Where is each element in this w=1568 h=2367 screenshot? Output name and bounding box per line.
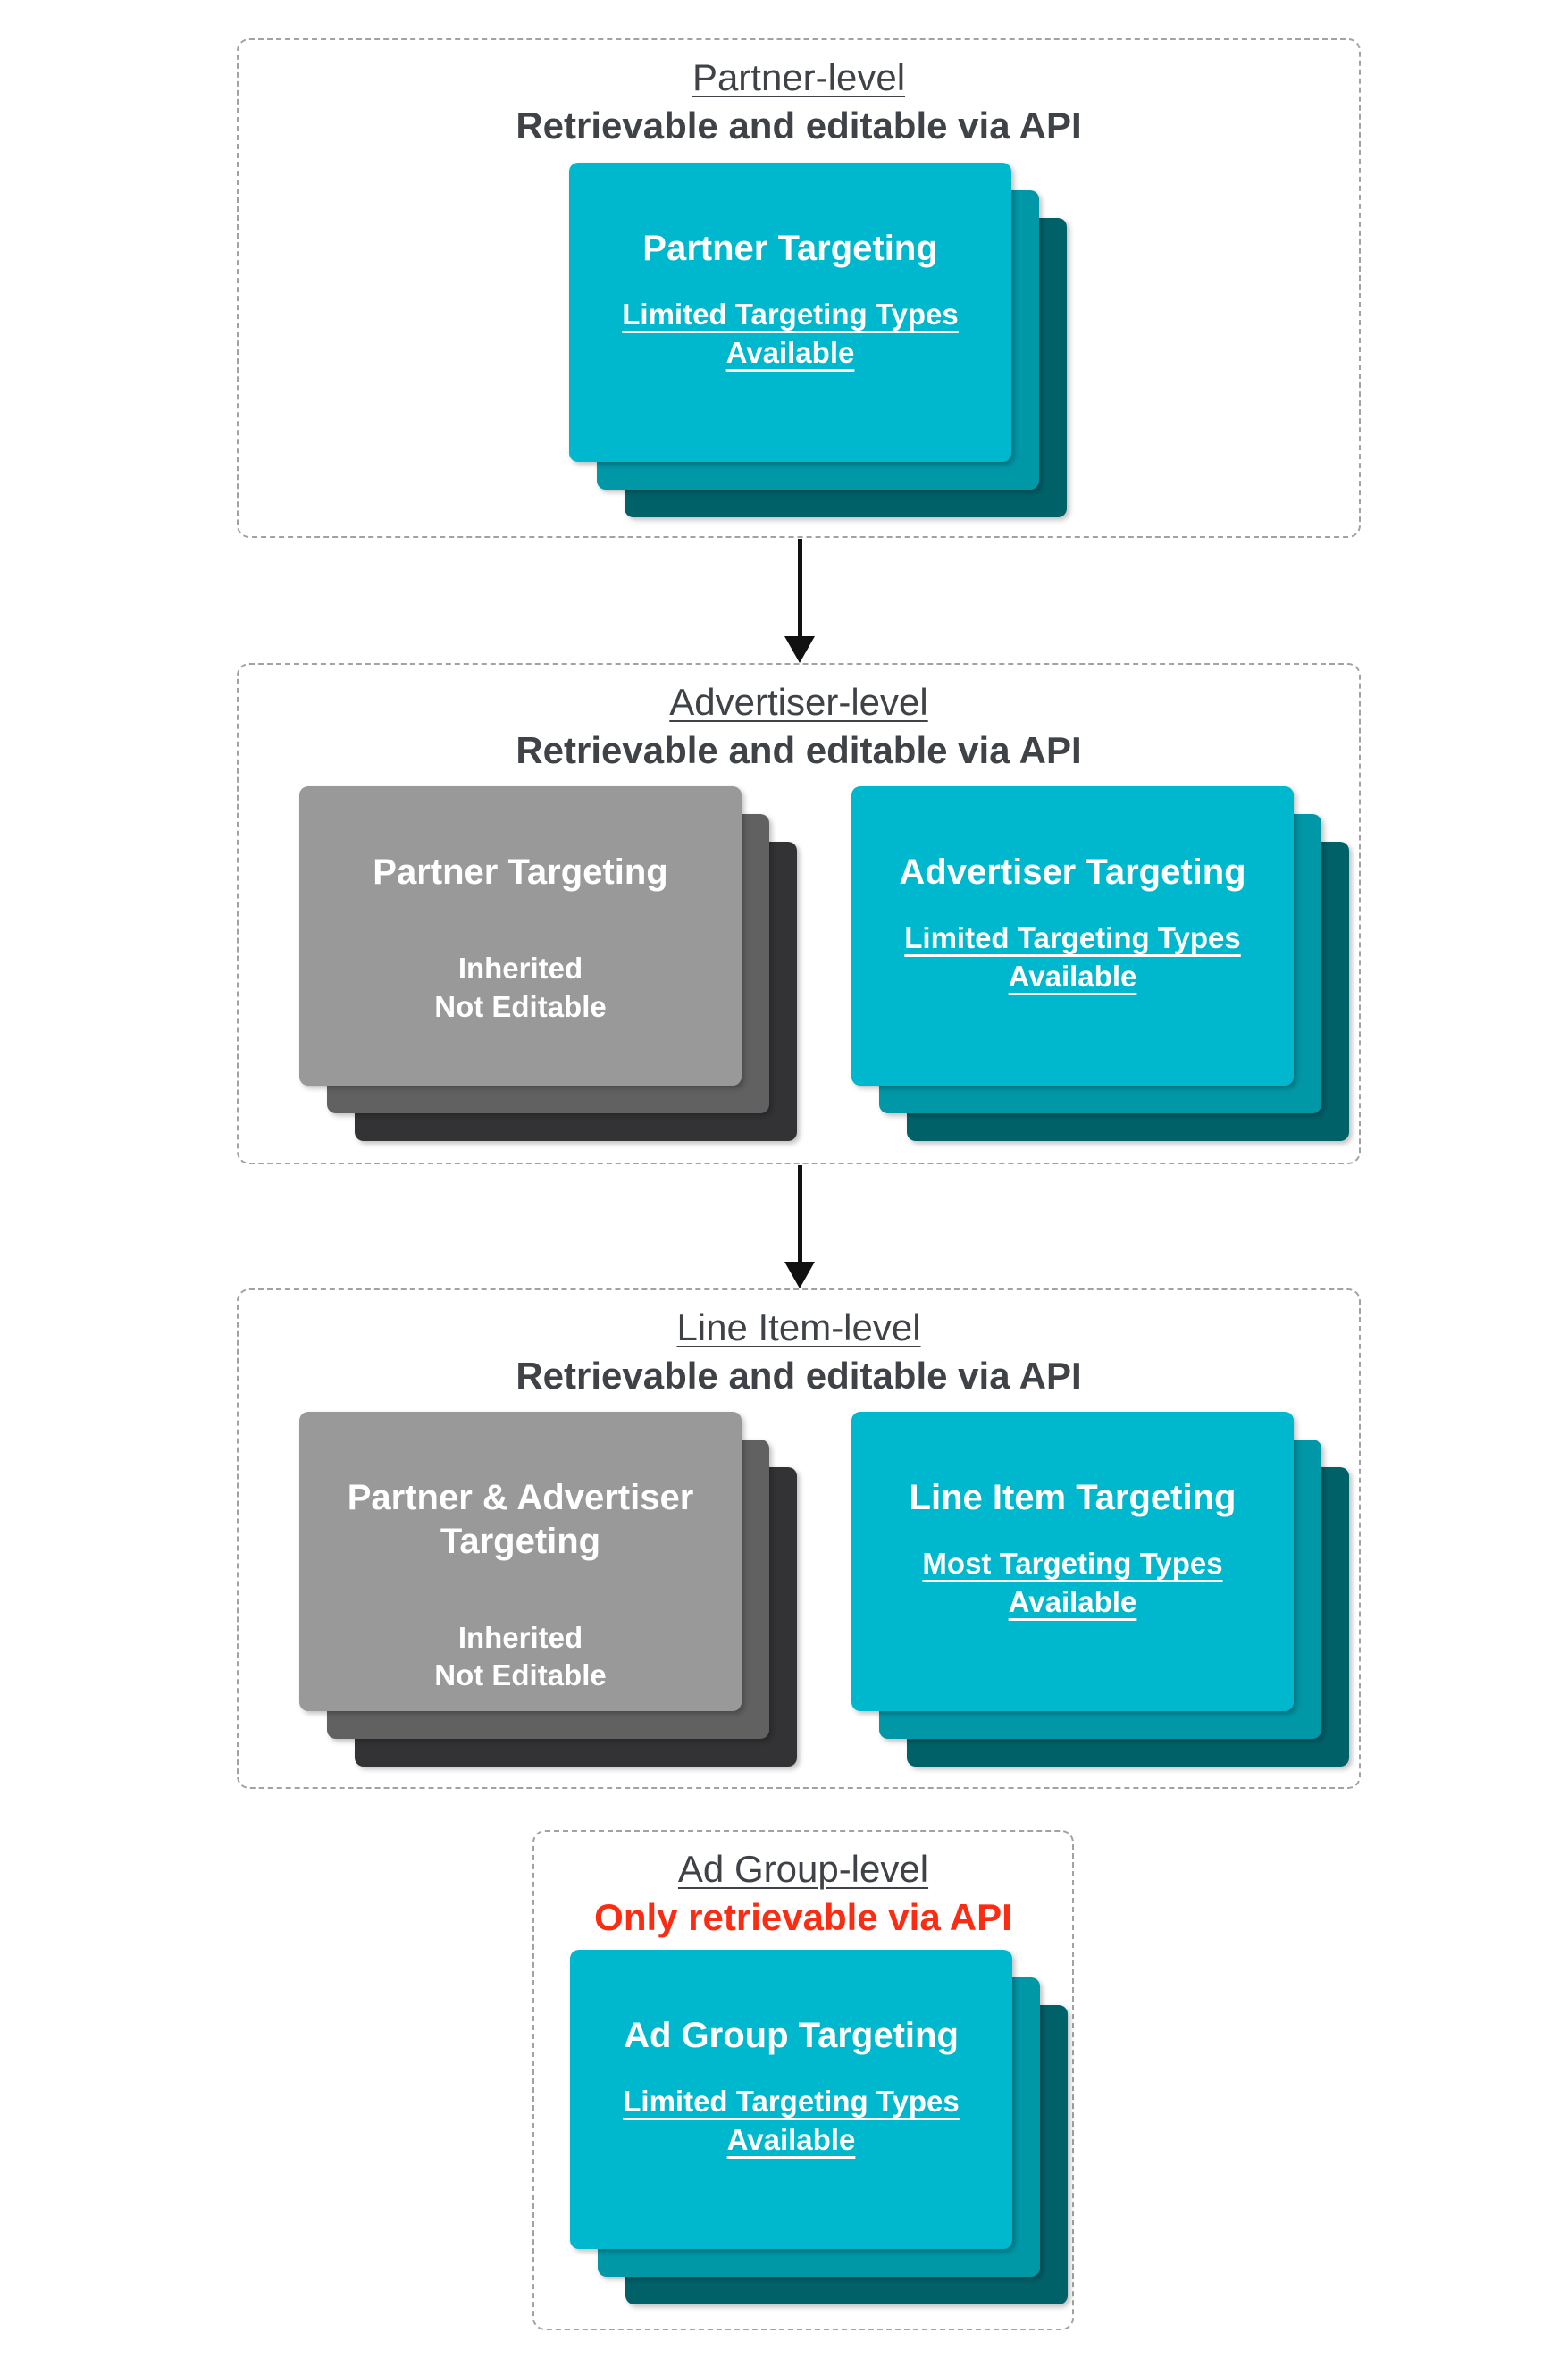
section-advertiser-level: Advertiser-level Retrievable and editabl… <box>237 663 1361 1164</box>
card-subtext: Limited Targeting Types Available <box>904 920 1241 993</box>
arrow-shaft <box>797 539 802 636</box>
section-partner-level: Partner-level Retrievable and editable v… <box>237 38 1361 538</box>
inherited-partner-advertiser-targeting-card-stack: Partner & Advertiser Targeting Inherited… <box>299 1412 797 1767</box>
arrow-head-icon <box>784 1262 815 1288</box>
down-arrow-partner-to-advertiser <box>783 539 817 663</box>
inherited-partner-advertiser-targeting-card: Partner & Advertiser Targeting Inherited… <box>299 1412 742 1711</box>
section-ad-group-level: Ad Group-level Only retrievable via API … <box>532 1830 1074 2330</box>
section-subtitle: Retrievable and editable via API <box>516 1355 1082 1398</box>
inherited-partner-targeting-card-stack: Partner Targeting Inherited Not Editable <box>299 786 797 1141</box>
card-title: Partner Targeting <box>642 229 938 268</box>
ad-group-targeting-card: Ad Group Targeting Limited Targeting Typ… <box>570 1950 1012 2249</box>
card-subtext: Inherited Not Editable <box>434 951 607 1023</box>
section-subtitle: Retrievable and editable via API <box>516 729 1082 772</box>
card-title: Partner Targeting <box>373 852 668 892</box>
card-subtext: Limited Targeting Types Available <box>623 2084 960 2156</box>
section-title: Advertiser-level <box>669 681 928 723</box>
card-title: Partner & Advertiser Targeting <box>347 1478 694 1561</box>
down-arrow-advertiser-to-line-item <box>783 1165 817 1288</box>
card-title: Line Item Targeting <box>909 1478 1237 1517</box>
advertiser-targeting-card: Advertiser Targeting Limited Targeting T… <box>851 786 1294 1086</box>
line-item-targeting-card: Line Item Targeting Most Targeting Types… <box>851 1412 1294 1711</box>
arrow-shaft <box>797 1165 802 1262</box>
card-title: Ad Group Targeting <box>624 2016 959 2055</box>
card-subtext: Most Targeting Types Available <box>922 1546 1223 1618</box>
line-item-targeting-card-stack: Line Item Targeting Most Targeting Types… <box>851 1412 1349 1767</box>
section-title: Ad Group-level <box>677 1848 929 1890</box>
section-title: Partner-level <box>692 56 906 98</box>
card-subtext: Limited Targeting Types Available <box>622 297 959 369</box>
ad-group-targeting-card-stack: Ad Group Targeting Limited Targeting Typ… <box>570 1950 1068 2304</box>
card-title: Advertiser Targeting <box>899 852 1246 892</box>
advertiser-targeting-card-stack: Advertiser Targeting Limited Targeting T… <box>851 786 1349 1141</box>
section-subtitle-alert: Only retrievable via API <box>594 1896 1012 1939</box>
section-subtitle: Retrievable and editable via API <box>516 105 1082 147</box>
inherited-partner-targeting-card: Partner Targeting Inherited Not Editable <box>299 786 742 1086</box>
arrow-head-icon <box>784 636 815 663</box>
partner-targeting-card: Partner Targeting Limited Targeting Type… <box>569 163 1011 462</box>
card-subtext: Inherited Not Editable <box>434 1620 607 1692</box>
section-title: Line Item-level <box>676 1306 921 1348</box>
partner-targeting-card-stack: Partner Targeting Limited Targeting Type… <box>569 163 1067 517</box>
section-line-item-level: Line Item-level Retrievable and editable… <box>237 1288 1361 1789</box>
